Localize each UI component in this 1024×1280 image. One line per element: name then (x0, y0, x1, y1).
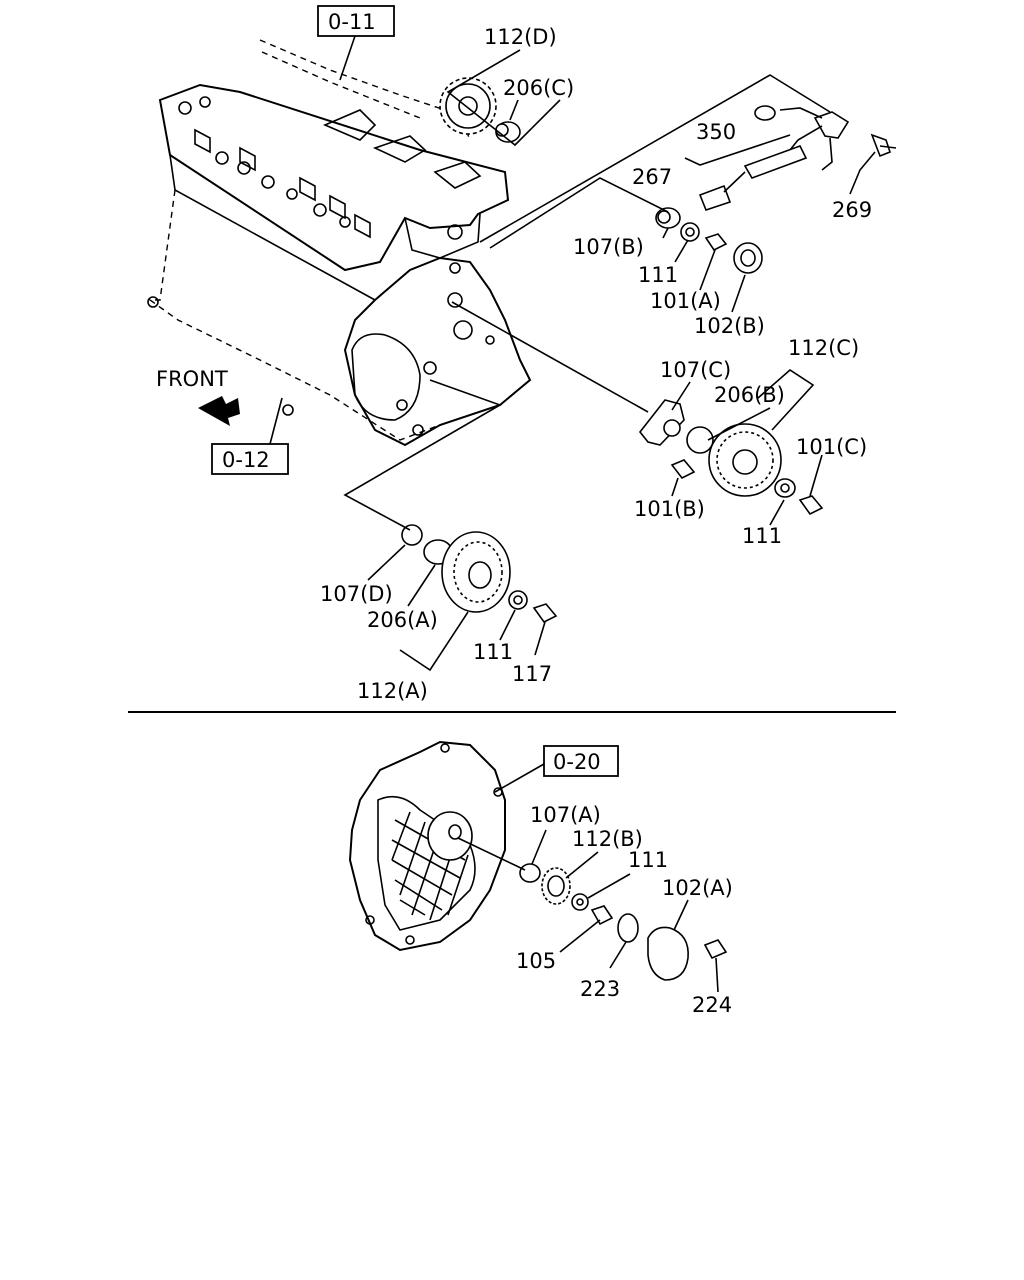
label-206c: 206(C) (503, 76, 574, 100)
label-107a: 107(A) (530, 803, 601, 827)
svg-text:0-11: 0-11 (328, 10, 376, 34)
ref-0-11[interactable]: 0-11 (317, 5, 395, 37)
label-206a: 206(A) (367, 608, 438, 632)
idler-c-parts-icon (638, 399, 824, 516)
label-107c: 107(C) (660, 358, 731, 382)
label-102b: 102(B) (694, 314, 765, 338)
idler-a-parts-icon (401, 524, 558, 624)
front-label: FRONT (156, 367, 228, 391)
leader-lines-lower (457, 763, 719, 993)
label-111-lower: 111 (628, 848, 668, 872)
sensor-harness-icon (698, 105, 897, 211)
upper-idler-parts-icon (655, 207, 763, 274)
svg-text:0-12: 0-12 (222, 448, 270, 472)
label-269: 269 (832, 198, 872, 222)
label-223: 223 (580, 977, 620, 1001)
leader-lines-upper (269, 35, 876, 672)
label-101a: 101(A) (650, 289, 721, 313)
label-101b: 101(B) (634, 497, 705, 521)
label-267: 267 (632, 165, 672, 189)
label-111-upper: 111 (638, 263, 678, 287)
label-111-idler-a: 111 (473, 640, 513, 664)
label-117: 117 (512, 662, 552, 686)
engine-block (147, 39, 532, 447)
flywheel-housing (348, 740, 506, 952)
front-arrow-icon (198, 396, 240, 426)
label-107b: 107(B) (573, 235, 644, 259)
gear-112d-icon (439, 77, 497, 135)
label-224: 224 (692, 993, 732, 1017)
ref-0-20[interactable]: 0-20 (543, 745, 619, 777)
label-112d: 112(D) (484, 25, 557, 49)
lower-idler-parts-icon (519, 863, 728, 981)
label-105: 105 (516, 949, 556, 973)
label-101c: 101(C) (796, 435, 867, 459)
label-111-idler-c: 111 (742, 524, 782, 548)
label-107d: 107(D) (320, 582, 393, 606)
svg-text:0-20: 0-20 (553, 750, 601, 774)
label-112c: 112(C) (788, 336, 859, 360)
label-350: 350 (696, 120, 736, 144)
label-102a: 102(A) (662, 876, 733, 900)
label-112a: 112(A) (357, 679, 428, 703)
label-112b: 112(B) (572, 827, 643, 851)
ref-0-12[interactable]: 0-12 (211, 443, 289, 475)
label-206b: 206(B) (714, 383, 785, 407)
